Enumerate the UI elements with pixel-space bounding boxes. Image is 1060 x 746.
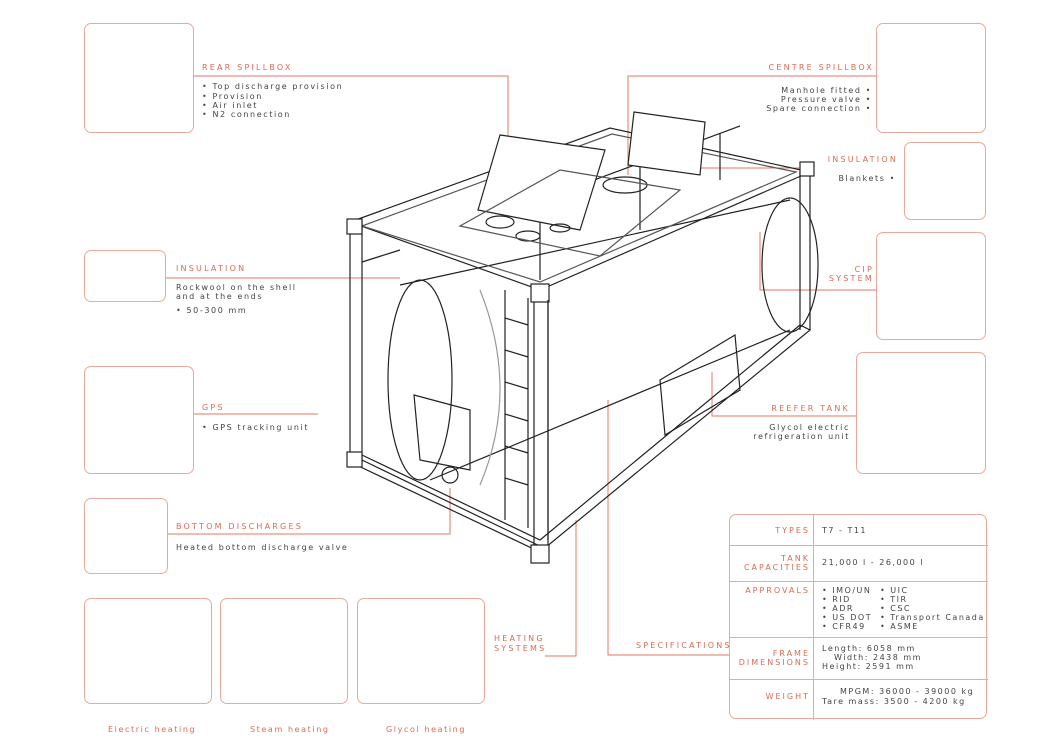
approval: • ADR bbox=[822, 604, 854, 613]
approval: • ASME bbox=[880, 622, 919, 631]
bottom-discharge-title: BOTTOM DISCHARGES bbox=[176, 522, 303, 531]
approval: • IMO/UN bbox=[822, 586, 872, 595]
electric-heating-box bbox=[84, 598, 212, 704]
rear-spillbox-item: • Provision bbox=[202, 92, 263, 101]
bottom-discharge-item: Heated bottom discharge valve bbox=[176, 543, 349, 552]
spec-row-weight: WEIGHT MPGM: 36000 - 39000 kg Tare mass:… bbox=[730, 679, 988, 720]
spec-label: DIMENSIONS bbox=[738, 658, 810, 667]
approval: • CFR49 bbox=[822, 622, 866, 631]
insulation-left-box bbox=[84, 250, 166, 302]
spec-value: Width: 2438 mm bbox=[834, 653, 922, 662]
cip-title: CIP bbox=[854, 265, 874, 274]
specifications-table: TYPES T7 - T11 TANK CAPACITIES 21,000 l … bbox=[729, 514, 988, 720]
insulation-left-title: INSULATION bbox=[176, 264, 247, 273]
leader-cip bbox=[759, 232, 876, 291]
spec-row-capacities: TANK CAPACITIES 21,000 l - 26,000 l bbox=[730, 545, 988, 582]
spec-value: Tare mass: 3500 - 4200 kg bbox=[822, 697, 966, 706]
spec-value: Length: 6058 mm bbox=[822, 644, 916, 653]
spec-label: FRAME bbox=[772, 649, 810, 658]
specifications-label: SPECIFICATIONS bbox=[636, 641, 732, 650]
rear-spillbox-item: • Top discharge provision bbox=[202, 82, 344, 91]
heating-title: HEATING bbox=[494, 634, 545, 643]
insulation-left-line: Rockwool on the shell bbox=[176, 283, 297, 292]
heating-caption-steam: Steam heating bbox=[250, 725, 330, 734]
rear-spillbox-title: REAR SPILLBOX bbox=[202, 63, 293, 72]
spec-value: Height: 2591 mm bbox=[822, 662, 915, 671]
spec-label: TANK bbox=[781, 554, 810, 563]
spec-row-approvals: APPROVALS • IMO/UN • RID • ADR • US DOT … bbox=[730, 581, 988, 638]
spec-value: T7 - T11 bbox=[822, 526, 868, 535]
insulation-left-line: • 50-300 mm bbox=[176, 306, 248, 315]
leader-specs bbox=[607, 400, 729, 656]
steam-heating-box bbox=[220, 598, 348, 704]
heating-caption-glycol: Glycol heating bbox=[386, 725, 467, 734]
bottom-discharge-box bbox=[84, 498, 168, 574]
heating-caption-electric: Electric heating bbox=[108, 725, 197, 734]
spec-divider bbox=[813, 515, 814, 720]
cip-box bbox=[876, 232, 986, 340]
spec-label: TYPES bbox=[775, 526, 810, 535]
leader-heating bbox=[545, 520, 577, 657]
reefer-title: REEFER TANK bbox=[771, 404, 850, 413]
centre-spillbox-item: Spare connection • bbox=[766, 104, 872, 113]
leader-reefer bbox=[711, 372, 856, 417]
gps-item: • GPS tracking unit bbox=[202, 423, 310, 432]
glycol-heating-box bbox=[357, 598, 485, 704]
approval: • US DOT bbox=[822, 613, 873, 622]
cip-title-line2: SYSTEM bbox=[828, 274, 874, 283]
gps-box bbox=[84, 366, 194, 474]
centre-spillbox-item: Pressure valve • bbox=[780, 95, 872, 104]
tank-container-drawing bbox=[346, 111, 819, 564]
approval: • Transport Canada bbox=[880, 613, 985, 622]
spec-row-types: TYPES T7 - T11 bbox=[730, 515, 988, 545]
spec-value: 21,000 l - 26,000 l bbox=[822, 558, 924, 567]
approval: • UIC bbox=[880, 586, 909, 595]
centre-spillbox-box bbox=[876, 23, 986, 133]
spec-row-frame: FRAME DIMENSIONS Length: 6058 mm Width: … bbox=[730, 637, 988, 680]
rear-spillbox-box bbox=[84, 23, 194, 133]
spec-label: APPROVALS bbox=[745, 586, 810, 595]
approval: • CSC bbox=[880, 604, 912, 613]
gps-title: GPS bbox=[202, 403, 225, 412]
insulation-right-item: Blankets • bbox=[838, 174, 896, 183]
approval: • TIR bbox=[880, 595, 908, 604]
insulation-right-title: INSULATION bbox=[827, 155, 898, 164]
reefer-line: Glycol electric bbox=[769, 423, 850, 432]
spec-value: MPGM: 36000 - 39000 kg bbox=[840, 687, 975, 696]
approval: • RID bbox=[822, 595, 851, 604]
rear-spillbox-item: • N2 connection bbox=[202, 110, 291, 119]
reefer-box bbox=[856, 352, 986, 474]
spec-label: WEIGHT bbox=[765, 692, 810, 701]
rear-spillbox-item: • Air inlet bbox=[202, 101, 258, 110]
centre-spillbox-item: Manhole fitted • bbox=[781, 86, 872, 95]
spec-label: CAPACITIES bbox=[743, 563, 810, 572]
heating-title-line2: SYSTEMS bbox=[494, 644, 547, 653]
reefer-line: refrigeration unit bbox=[753, 432, 850, 441]
insulation-left-line: and at the ends bbox=[176, 292, 264, 301]
leader-centre-spillbox bbox=[627, 75, 875, 175]
insulation-right-box bbox=[904, 142, 986, 220]
centre-spillbox-title: CENTRE SPILLBOX bbox=[768, 63, 874, 72]
leader-bottom bbox=[175, 488, 451, 535]
